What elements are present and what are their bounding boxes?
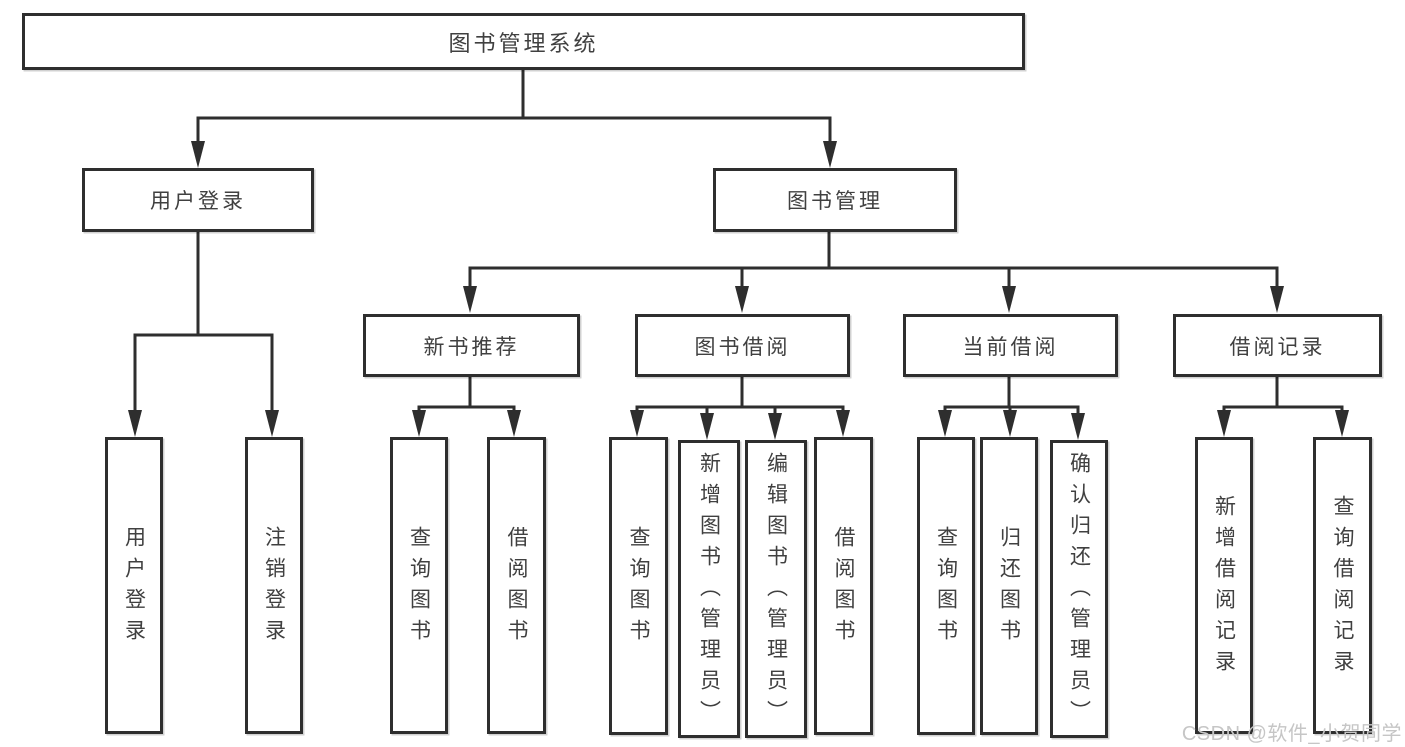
node-bb-query-books: 查询图书 [609,437,668,735]
node-bb-borrow-books: 借阅图书 [814,437,873,735]
node-borrow-records: 借阅记录 [1173,314,1382,377]
node-nbr-borrow-books: 借阅图书 [487,437,546,734]
arrowheads [128,141,1349,440]
node-bb-edit-book-admin: 编辑图书（管理员） [745,440,807,738]
node-logout: 注销登录 [245,437,303,734]
node-current-borrow: 当前借阅 [903,314,1118,377]
node-br-query-record: 查询借阅记录 [1313,437,1372,734]
node-new-book-recommend: 新书推荐 [363,314,580,377]
node-login: 用户登录 [105,437,163,734]
node-user-login: 用户登录 [82,168,314,232]
node-nbr-query-books: 查询图书 [390,437,448,734]
node-cb-return-books: 归还图书 [980,437,1038,735]
watermark: CSDN @软件_小贺同学 [1181,723,1402,745]
node-book-management: 图书管理 [713,168,957,232]
node-book-borrow: 图书借阅 [635,314,850,377]
node-root: 图书管理系统 [22,13,1025,70]
node-cb-confirm-return-admin: 确认归还（管理员） [1050,440,1108,738]
node-bb-add-book-admin: 新增图书（管理员） [678,440,740,738]
node-cb-query-books: 查询图书 [917,437,975,735]
node-br-add-record: 新增借阅记录 [1195,437,1253,734]
